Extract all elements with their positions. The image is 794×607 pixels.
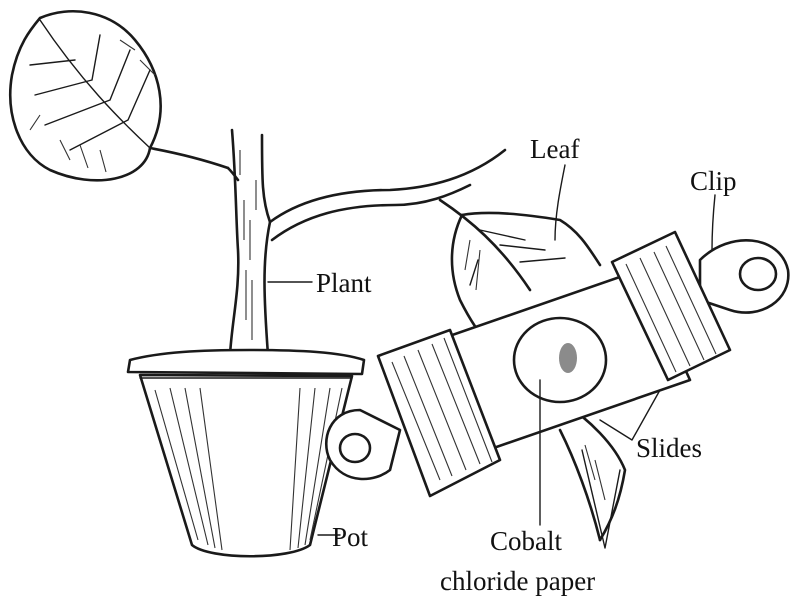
label-clip: Clip <box>690 166 737 196</box>
leaf-leader <box>555 165 565 240</box>
label-cobalt-line1: Cobalt <box>490 526 562 556</box>
label-plant: Plant <box>316 268 372 298</box>
label-leaf: Leaf <box>530 134 579 164</box>
left-leaf <box>10 11 228 180</box>
label-pot: Pot <box>332 522 369 552</box>
right-clip-hole <box>740 258 776 290</box>
label-cobalt-line2: chloride paper <box>440 566 595 596</box>
cobalt-stain <box>559 343 577 373</box>
plant-stem <box>228 130 530 355</box>
label-slides: Slides <box>636 433 702 463</box>
clip-leader <box>712 195 715 250</box>
clip-assembly <box>326 232 788 496</box>
left-clip-hole <box>340 434 370 462</box>
